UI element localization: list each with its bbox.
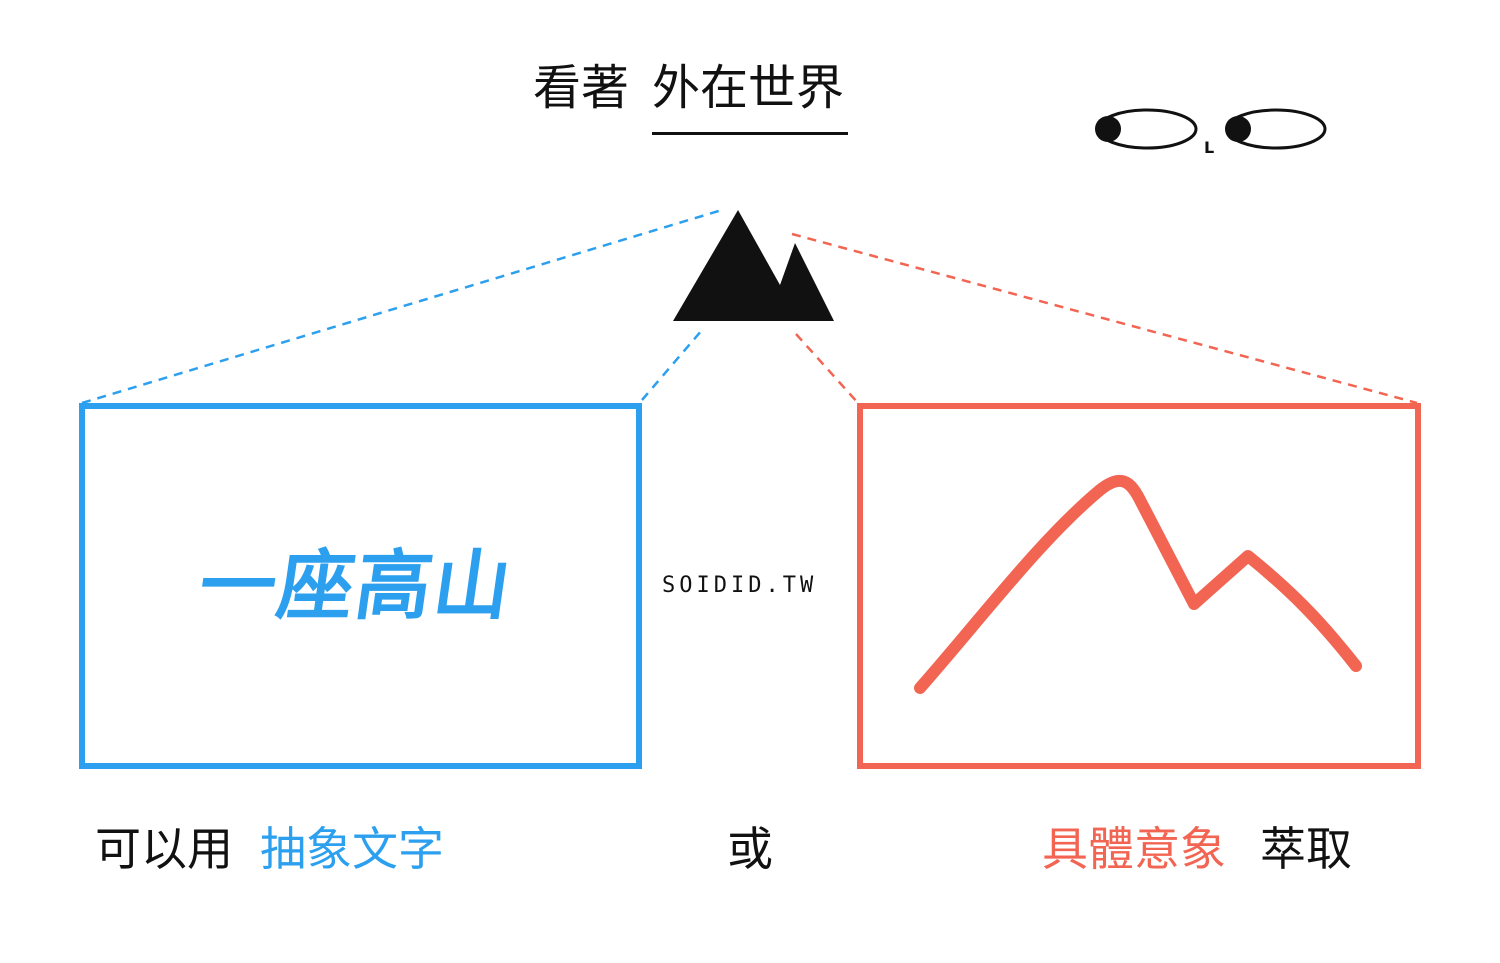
title-underline	[652, 132, 848, 135]
abstract-text-label: 一座高山	[193, 541, 519, 630]
caption-right-emphasis: 具體意象	[1042, 822, 1226, 876]
eyes-nose-glyph: L	[1204, 138, 1214, 157]
caption-left-prefix: 可以用	[95, 822, 233, 876]
concrete-image-box	[857, 403, 1421, 769]
caption-or: 或	[727, 822, 773, 876]
eyes-icon: L	[1095, 108, 1327, 157]
mountain-sketch-icon	[914, 474, 1362, 694]
mountain-icon	[673, 210, 834, 321]
watermark: SOIDID.TW	[662, 573, 818, 598]
abstract-text-box	[79, 403, 642, 769]
title-prefix: 看著	[533, 60, 630, 116]
red-dashed-line-outer	[791, 232, 1418, 405]
red-dashed-line-inner	[795, 333, 859, 404]
caption-left-emphasis: 抽象文字	[260, 822, 444, 876]
blue-dashed-line-inner	[641, 329, 703, 401]
caption-right-suffix: 萃取	[1260, 822, 1352, 876]
blue-dashed-line-outer	[81, 208, 723, 405]
title-emphasis: 外在世界	[652, 60, 845, 116]
